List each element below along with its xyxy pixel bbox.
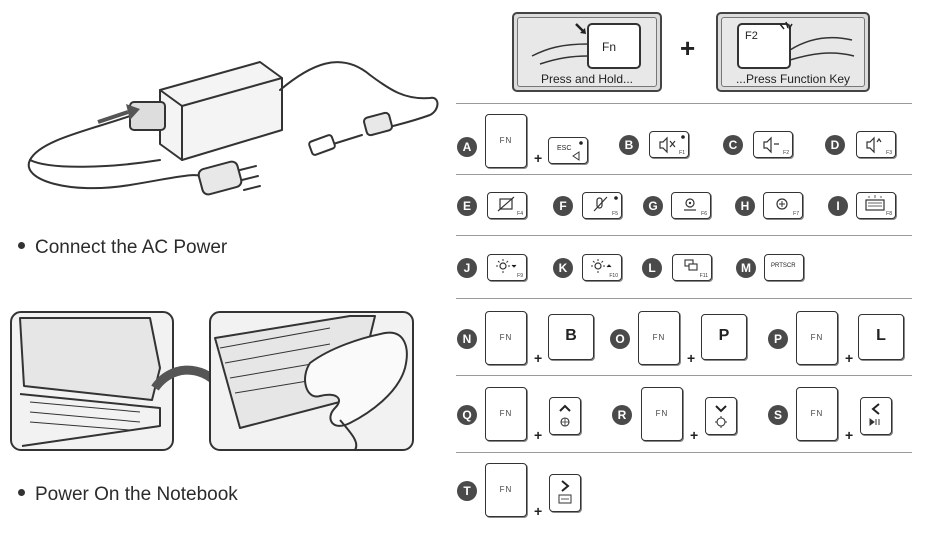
f4-touchpad-key: F4 [487, 192, 527, 219]
plus-sign: + [534, 427, 543, 443]
divider [456, 375, 912, 376]
f9-brightness-down-key: F9 [487, 254, 527, 281]
badge-j: J [457, 258, 477, 278]
badge-l: L [642, 258, 662, 278]
display-switch-icon [684, 259, 698, 271]
badge-a: A [457, 137, 477, 157]
badge-i: I [828, 196, 848, 216]
badge-p: P [768, 329, 788, 349]
badge-m: M [736, 258, 756, 278]
f7-airplane-key: F7 [763, 192, 803, 219]
keyboard-light-icon [865, 195, 885, 211]
fn-key: FN [641, 387, 683, 441]
plus-sign: + [690, 427, 699, 443]
power-on-caption: Power On the Notebook [18, 484, 238, 506]
f11-display-switch-key: F11 [672, 254, 712, 281]
badge-q: Q [457, 405, 477, 425]
divider [456, 298, 912, 299]
badge-b: B [619, 135, 639, 155]
badge-n: N [457, 329, 477, 349]
fn-key: FN [485, 387, 527, 441]
f8-keyboard-light-key: F8 [856, 192, 896, 219]
fn-key: FN [485, 463, 527, 517]
f1-mute-key: F1 [649, 131, 689, 158]
mute-icon [659, 135, 685, 154]
down-arrow-icon [715, 405, 727, 428]
badge-c: C [723, 135, 743, 155]
divider [456, 103, 912, 104]
badge-s: S [768, 405, 788, 425]
touchpad-off-icon [497, 196, 515, 212]
fn-key: FN [638, 311, 680, 365]
combo-plus: + [680, 33, 696, 63]
divider [456, 174, 912, 175]
divider [456, 235, 912, 236]
fn-key: FN [796, 387, 838, 441]
badge-g: G [643, 196, 663, 216]
plus-sign: + [534, 150, 543, 166]
plus-sign: + [845, 427, 854, 443]
f10-brightness-up-key: F10 [582, 254, 622, 281]
brightness-down-icon [496, 259, 517, 273]
fn-key-label: Fn [602, 40, 617, 54]
bullet-icon [18, 242, 25, 250]
fn-key: FN [485, 114, 527, 168]
press-function-key-label: ...Press Function Key [735, 72, 851, 86]
f5-mic-mute-key: F5 [582, 192, 622, 219]
divider [456, 452, 912, 453]
ac-adapter-illustration [27, 61, 439, 196]
press-function-key-card: F2 ...Press Function Key [716, 12, 870, 92]
plus-sign: + [687, 350, 696, 366]
fn-key: FN [796, 311, 838, 365]
f2-key-label: F2 [745, 30, 758, 42]
fn-key: FN [485, 311, 527, 365]
p-key: P [701, 314, 747, 360]
brightness-up-icon [591, 259, 612, 273]
badge-k: K [553, 258, 573, 278]
webcam-icon [684, 198, 696, 211]
mic-mute-icon [593, 196, 618, 212]
down-arrow-key [705, 397, 737, 435]
airplane-icon [776, 198, 788, 210]
left-arrow-key [860, 397, 892, 435]
badge-e: E [457, 196, 477, 216]
connect-ac-caption: Connect the AC Power [18, 237, 227, 259]
right-arrow-key [549, 474, 581, 512]
badge-f: F [553, 196, 573, 216]
left-arrow-icon [869, 403, 880, 426]
volume-up-icon [866, 136, 882, 154]
notebook-power-illustration [10, 311, 414, 451]
b-key: B [548, 314, 594, 360]
f3-volume-up-key: F3 [856, 131, 896, 158]
up-arrow-key [549, 397, 581, 435]
function-press-illustration [737, 21, 855, 69]
plus-sign: + [534, 503, 543, 519]
badge-r: R [612, 405, 632, 425]
plus-sign: + [845, 350, 854, 366]
prtscr-key: PRTSCR [764, 254, 804, 281]
badge-d: D [825, 135, 845, 155]
badge-o: O [610, 329, 630, 349]
f6-webcam-key: F6 [671, 192, 711, 219]
badge-h: H [735, 196, 755, 216]
fn-press-illustration [531, 23, 641, 69]
volume-down-icon [763, 136, 779, 154]
l-key: L [858, 314, 904, 360]
plus-sign: + [534, 350, 543, 366]
press-hold-label: Press and Hold... [540, 72, 634, 86]
badge-t: T [457, 481, 477, 501]
right-arrow-icon [558, 480, 572, 504]
bullet-icon [18, 489, 25, 497]
esc-key: ESC [548, 137, 588, 164]
up-arrow-icon [559, 404, 571, 427]
press-hold-card: Fn Press and Hold... [512, 12, 662, 92]
f2-volume-down-key: F2 [753, 131, 793, 158]
